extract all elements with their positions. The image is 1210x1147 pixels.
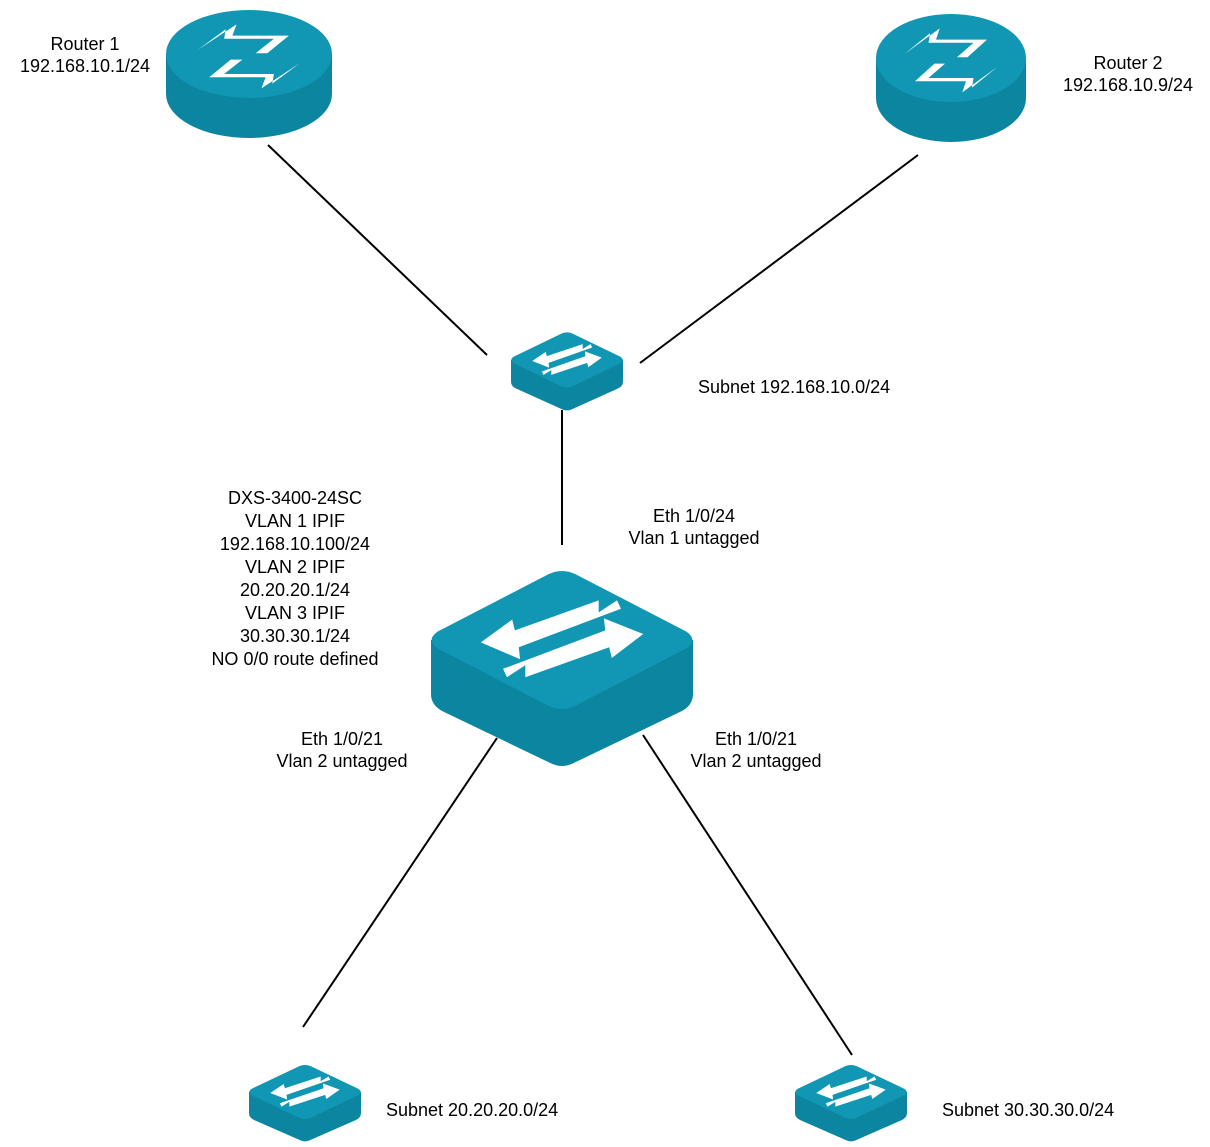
top-switch-icon [511,332,623,411]
right-port: Eth 1/0/21 [714,729,798,749]
core-route-note: NO 0/0 route defined [211,649,379,669]
uplink-port: Eth 1/0/24 [652,506,736,526]
link-router1-to-top-switch [267,144,488,356]
core-switch-icon [431,571,693,766]
left-vlan: Vlan 2 untagged [276,751,408,771]
router2-label: Router 2 192.168.10.9/24 [1048,52,1208,96]
link-router2-to-top-switch [639,154,919,364]
router2-icon [876,13,1026,143]
core-model: DXS-3400-24SC [227,488,363,508]
router1-name: Router 1 [50,34,120,54]
link-core-to-right-switch [642,734,853,1056]
router2-name: Router 2 [1093,53,1163,73]
left-switch-icon [249,1064,361,1142]
core-switch-config: DXS-3400-24SC VLAN 1 IPIF 192.168.10.100… [180,487,410,671]
core-vlan2-ip: 20.20.20.1/24 [239,580,351,600]
link-core-to-left-switch [302,737,498,1028]
core-vlan3-ip: 30.30.30.1/24 [239,626,351,646]
right-port-label: Eth 1/0/21 Vlan 2 untagged [666,728,846,772]
right-switch-icon [795,1064,907,1142]
left-subnet-label: Subnet 20.20.20.0/24 [386,1100,559,1120]
core-vlan1: VLAN 1 IPIF [244,511,346,531]
core-vlan2: VLAN 2 IPIF [244,557,346,577]
core-vlan1-ip: 192.168.10.100/24 [219,534,371,554]
uplink-port-label: Eth 1/0/24 Vlan 1 untagged [604,505,784,549]
core-vlan3: VLAN 3 IPIF [244,603,346,623]
router2-ip: 192.168.10.9/24 [1062,75,1194,95]
uplink-vlan: Vlan 1 untagged [628,528,760,548]
left-port: Eth 1/0/21 [300,729,384,749]
left-port-label: Eth 1/0/21 Vlan 2 untagged [252,728,432,772]
right-subnet-label: Subnet 30.30.30.0/24 [942,1100,1115,1120]
top-subnet-label: Subnet 192.168.10.0/24 [698,377,891,397]
right-vlan: Vlan 2 untagged [690,751,822,771]
router1-label: Router 1 192.168.10.1/24 [0,33,170,77]
router1-ip: 192.168.10.1/24 [19,56,151,76]
router1-icon [166,9,332,139]
